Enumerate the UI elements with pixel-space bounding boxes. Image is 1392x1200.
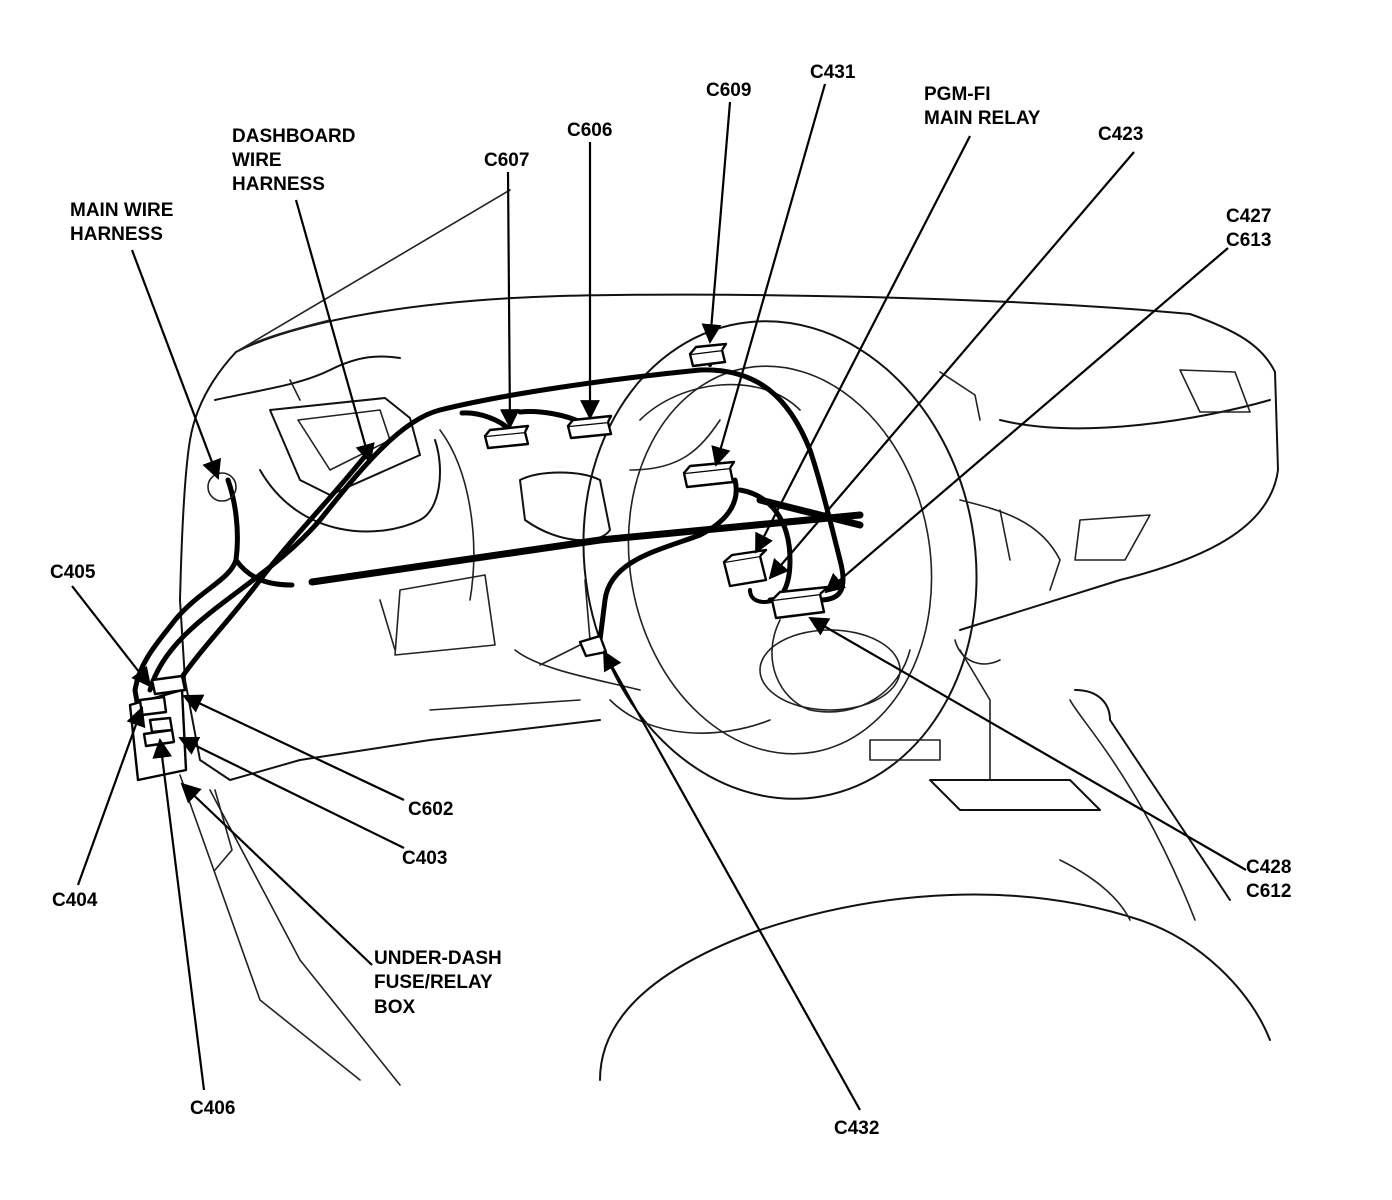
label-c427: C427 — [1226, 206, 1271, 227]
label-c406: C406 — [190, 1098, 235, 1119]
label-pgm-fi-main-relay-2: MAIN RELAY — [924, 108, 1041, 129]
label-main-wire-harness-1: MAIN WIRE — [70, 200, 173, 221]
label-dashboard-wire-harness-3: HARNESS — [232, 174, 325, 195]
label-c404: C404 — [52, 890, 98, 911]
label-c423: C423 — [1098, 124, 1143, 145]
connector-c607 — [483, 430, 530, 450]
label-dashboard-wire-harness-1: DASHBOARD — [232, 126, 356, 147]
connector-c606 — [566, 420, 613, 440]
leader-lines — [71, 83, 1247, 1111]
label-c405: C405 — [50, 562, 96, 583]
label-c432: C432 — [834, 1118, 879, 1139]
label-c403: C403 — [402, 848, 447, 869]
label-c613: C613 — [1226, 230, 1271, 251]
label-c428: C428 — [1246, 857, 1291, 878]
label-pgm-fi-main-relay-1: PGM-FI — [924, 84, 991, 105]
connector-c432 — [578, 634, 608, 658]
wire-harnesses — [132, 346, 864, 742]
label-dashboard-wire-harness-2: WIRE — [232, 150, 282, 171]
label-under-dash-3: BOX — [374, 997, 416, 1018]
label-c612: C612 — [1246, 881, 1291, 902]
label-c607: C607 — [484, 150, 529, 171]
callout-labels: MAIN WIRE HARNESS DASHBOARD WIRE HARNESS… — [50, 62, 1291, 1139]
dashboard-outline — [179, 189, 1279, 1086]
label-c602: C602 — [408, 799, 453, 820]
label-under-dash-1: UNDER-DASH — [374, 948, 502, 969]
label-c609: C609 — [706, 80, 751, 101]
label-c431: C431 — [810, 62, 856, 83]
connector-c609 — [688, 348, 727, 368]
label-c606: C606 — [567, 120, 612, 141]
label-under-dash-2: FUSE/RELAY — [374, 972, 493, 993]
label-main-wire-harness-2: HARNESS — [70, 224, 163, 245]
